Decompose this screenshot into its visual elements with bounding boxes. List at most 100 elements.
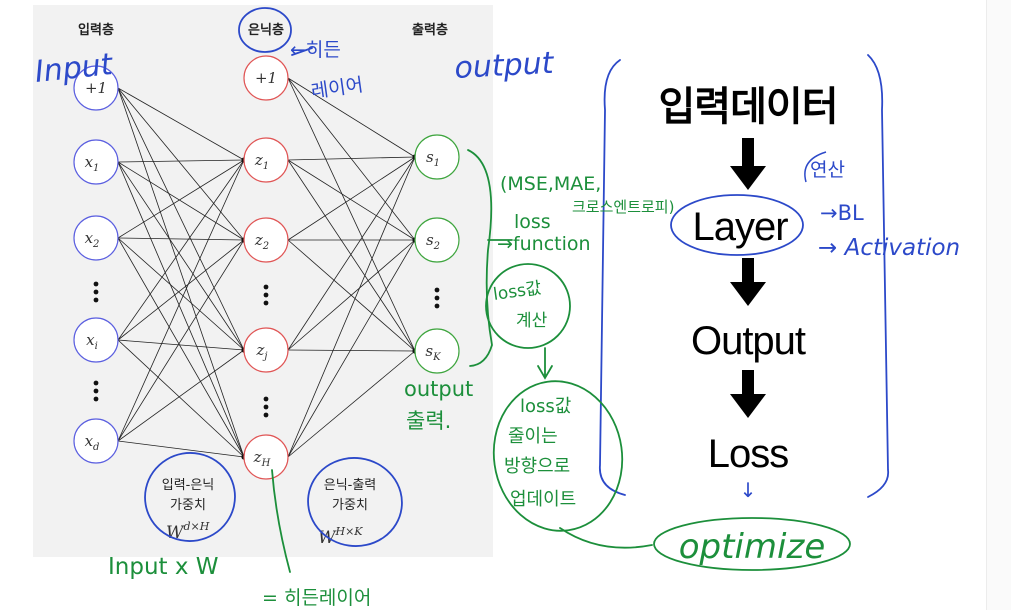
input-node-circle bbox=[73, 317, 119, 363]
ellipsis-dot bbox=[93, 396, 99, 402]
ellipsis-dot bbox=[263, 404, 269, 410]
ellipsis-dot bbox=[263, 292, 269, 298]
edge-input-hidden bbox=[117, 87, 245, 351]
ellipsis-dot bbox=[93, 388, 99, 394]
ellipsis-dot bbox=[93, 289, 99, 295]
flow-arrow-1 bbox=[730, 138, 766, 190]
note-loss-list-1: (MSE,MAE, bbox=[500, 173, 601, 195]
hidden-node-label: zH bbox=[253, 448, 271, 469]
scrollbar-track[interactable] bbox=[986, 0, 1011, 610]
output-node: s2 bbox=[414, 217, 460, 263]
note-layer-op-underline bbox=[804, 151, 827, 183]
flow-arrow-small: ↓ bbox=[740, 478, 757, 502]
note-input: Input bbox=[33, 47, 115, 90]
edge-input-hidden bbox=[117, 237, 245, 351]
output-node: sK bbox=[414, 328, 460, 374]
hidden-node-circle bbox=[243, 137, 289, 183]
input-node: x2 bbox=[73, 215, 119, 261]
note-output-out-2: 출력. bbox=[406, 409, 451, 433]
weight-circle-right bbox=[307, 457, 403, 547]
ellipsis-dot bbox=[93, 380, 99, 386]
note-output: output bbox=[454, 46, 556, 86]
flow-arrow-3 bbox=[730, 370, 766, 418]
flow-step-loss: Loss bbox=[708, 432, 789, 476]
hidden-node: zH bbox=[243, 434, 289, 480]
edge-input-hidden bbox=[117, 339, 245, 351]
edge-hidden-output bbox=[287, 239, 416, 458]
edge-hidden-output bbox=[287, 159, 416, 241]
hidden-node-label: zj bbox=[255, 341, 267, 362]
edge-hidden-output bbox=[287, 159, 416, 352]
note-loss-calc-1: loss값 bbox=[492, 278, 543, 305]
optimize-link bbox=[559, 527, 653, 549]
flow-step-layer: Layer bbox=[692, 205, 788, 249]
edge-input-hidden bbox=[117, 440, 245, 458]
input-node-circle bbox=[73, 418, 119, 464]
edge-input-hidden bbox=[117, 237, 245, 241]
edge-hidden-output bbox=[287, 77, 416, 241]
edge-input-hidden bbox=[117, 87, 245, 458]
ellipsis-dot bbox=[263, 284, 269, 290]
flow-bracket-right bbox=[867, 54, 890, 498]
edge-hidden-output bbox=[287, 156, 416, 458]
output-node-label: s2 bbox=[426, 231, 440, 252]
hidden-title-circle bbox=[238, 7, 292, 53]
note-loss-update-2: 줄이는 bbox=[508, 426, 558, 447]
input-node: x1 bbox=[73, 139, 119, 185]
note-loss-calc-2: 계산 bbox=[516, 311, 548, 331]
note-loss-list-2: 크로스엔트로피) bbox=[572, 198, 674, 216]
flow-step-input-data: 입력데이터 bbox=[659, 85, 838, 129]
edge-input-hidden bbox=[117, 339, 245, 458]
hidden-node: +1 bbox=[243, 55, 289, 101]
loss-calc-circle bbox=[485, 263, 571, 349]
input-node-circle bbox=[73, 139, 119, 185]
hidden-node: z2 bbox=[243, 217, 289, 263]
hidden-node-label: +1 bbox=[255, 69, 277, 87]
hidden-eq-stroke bbox=[271, 469, 291, 573]
ellipsis-dot bbox=[434, 295, 440, 301]
edge-input-hidden bbox=[117, 159, 245, 163]
blue-annotations bbox=[144, 7, 890, 547]
network-edges bbox=[117, 77, 418, 460]
note-loss-update-3: 방향으로 bbox=[504, 456, 570, 477]
note-output-out-1: output bbox=[404, 377, 473, 401]
input-node-label: xi bbox=[86, 331, 98, 352]
input-node-circle bbox=[73, 65, 119, 111]
edge-input-hidden bbox=[117, 159, 245, 239]
edge-hidden-output bbox=[287, 349, 416, 352]
edge-hidden-output bbox=[287, 239, 416, 351]
ellipsis-dot bbox=[263, 412, 269, 418]
output-node-circle bbox=[414, 328, 460, 374]
output-node-circle bbox=[414, 134, 460, 180]
note-loss-fn-1: loss bbox=[514, 211, 551, 233]
hidden-node: zj bbox=[243, 327, 289, 373]
edge-hidden-output bbox=[287, 156, 416, 351]
edge-hidden-output bbox=[287, 77, 416, 158]
edge-input-hidden bbox=[117, 237, 245, 458]
edge-input-hidden bbox=[117, 161, 245, 241]
weight-circle-left bbox=[144, 452, 236, 542]
hidden-node-circle bbox=[243, 55, 289, 101]
note-loss-update-4: 업데이트 bbox=[510, 489, 576, 510]
note-loss-fn-2: →function bbox=[497, 233, 591, 255]
note-layer-bl: →BL bbox=[820, 201, 864, 225]
note-hidden-eq: = 히든레이어 bbox=[262, 587, 371, 609]
output-brace bbox=[467, 149, 493, 367]
input-node: xd bbox=[73, 418, 119, 464]
note-layer-activation: → Activation bbox=[818, 235, 960, 261]
layer-title-output: 출력층 bbox=[412, 22, 448, 38]
input-node: +1 bbox=[73, 65, 119, 111]
input-node-label: x2 bbox=[85, 229, 100, 250]
hidden-node-label: z2 bbox=[254, 231, 269, 252]
input-node-label: +1 bbox=[85, 79, 107, 97]
loss-calc-down-arrow bbox=[537, 347, 553, 380]
weight-label-line2: 가중치 bbox=[332, 498, 368, 513]
hidden-node-circle bbox=[243, 434, 289, 480]
ellipsis-dot bbox=[93, 297, 99, 303]
output-node-label: sK bbox=[425, 342, 441, 363]
edge-input-hidden bbox=[117, 349, 245, 442]
note-input-xw: Input x W bbox=[108, 554, 219, 580]
note-loss-update-1: loss값 bbox=[520, 396, 571, 417]
